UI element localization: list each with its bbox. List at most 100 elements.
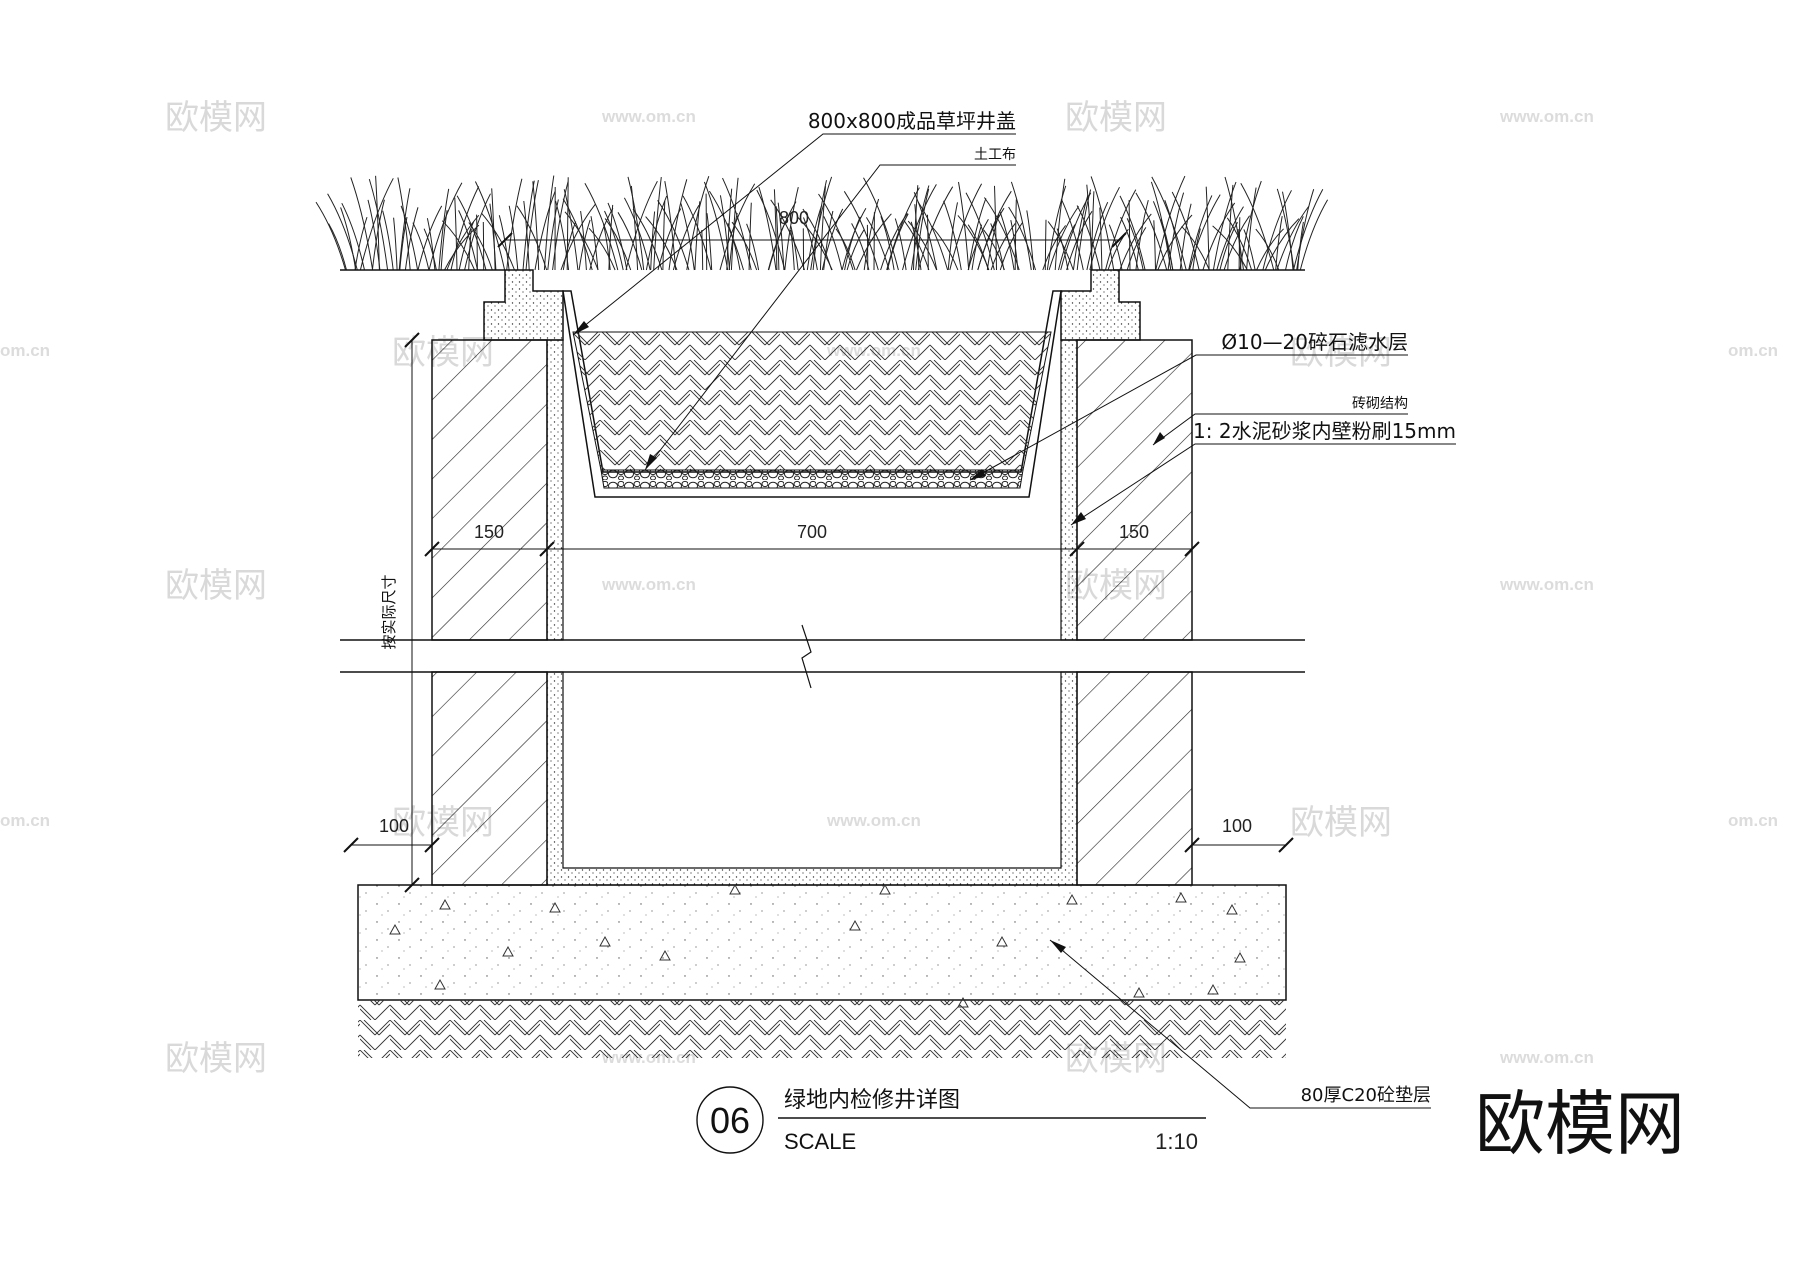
grass-blade — [719, 195, 730, 271]
grass-blade — [708, 190, 744, 271]
leader-arrows — [573, 321, 1165, 953]
grass-blade — [354, 216, 368, 271]
grass-blade — [841, 207, 867, 271]
grass-blade — [1126, 227, 1147, 271]
grass-blade — [990, 223, 1005, 271]
grass-blade — [706, 213, 713, 271]
grass-blade — [315, 201, 346, 271]
cover-frame-left — [483, 269, 564, 341]
grass-blade — [1246, 187, 1257, 271]
aggregate-triangle — [879, 883, 891, 895]
grass-blade — [328, 223, 347, 271]
grass-blade — [913, 185, 919, 271]
grass-blade — [1293, 189, 1324, 271]
concrete-base — [357, 884, 1287, 1001]
grass-blade — [375, 175, 380, 271]
grass-blade — [632, 208, 663, 271]
grass-blade — [625, 180, 658, 271]
grass-blade — [508, 205, 519, 271]
grass-blade — [914, 204, 920, 271]
grass-blade — [967, 198, 987, 271]
mortar-right-upper — [1060, 339, 1078, 641]
grass-blade — [417, 205, 443, 271]
grass-blade — [481, 212, 515, 271]
grass-blade — [630, 185, 639, 271]
grass-blade — [1189, 194, 1221, 271]
aggregate-triangle — [599, 935, 611, 947]
watermark-url: www.om.cn — [601, 107, 696, 126]
grass-blade — [1086, 184, 1093, 271]
grass-blade — [730, 177, 739, 271]
break-symbol — [801, 624, 812, 689]
scale-value: 1:10 — [1155, 1129, 1198, 1154]
grass-blade — [821, 208, 844, 271]
aggregate-triangle — [729, 883, 741, 895]
grass-blade — [398, 188, 411, 271]
grass-blade — [1026, 210, 1035, 271]
watermark-url-partial: om.cn — [1728, 341, 1778, 360]
grass-blade — [863, 177, 899, 271]
grass-blade — [1128, 200, 1131, 271]
grass-blade — [1060, 192, 1092, 271]
brand-logo: 欧模网 — [1475, 1083, 1685, 1165]
grass-blade — [645, 216, 678, 271]
grass-blade — [682, 195, 712, 271]
aggregate-triangle — [659, 949, 671, 961]
grass-blade — [1243, 229, 1256, 271]
grass-blade — [359, 178, 394, 271]
grass-blade — [947, 202, 958, 271]
label-concrete-base: 80厚C20砼垫层 — [1301, 1085, 1431, 1106]
grass-blade — [1010, 181, 1032, 271]
grass-blade — [727, 223, 741, 271]
grass-blade — [1086, 201, 1109, 271]
brick-wall-right-lower — [1076, 671, 1193, 886]
grass-blade — [423, 228, 437, 271]
brick-wall-left-upper — [431, 339, 548, 641]
grass-blade — [532, 181, 540, 271]
aggregate-triangle — [1066, 893, 1078, 905]
label-mortar-plaster: 1: 2水泥砂浆内壁粉刷15mm — [1193, 419, 1456, 443]
grass-blade — [498, 215, 510, 271]
grass-blade — [913, 191, 938, 271]
grass-blade — [604, 210, 624, 271]
watermark-url: www.om.cn — [1499, 1048, 1594, 1067]
grass-blade — [623, 197, 651, 271]
scale-label: SCALE — [784, 1129, 856, 1154]
grass-blade — [393, 217, 398, 271]
dim-left-wall-150: 150 — [474, 522, 504, 542]
grass-blade — [589, 208, 614, 271]
grass-blade — [1119, 195, 1146, 271]
grass-blade — [917, 201, 949, 271]
aggregate-triangle — [1226, 903, 1238, 915]
grass-blade — [534, 191, 556, 271]
grass-blade — [426, 218, 436, 271]
grass-blade — [1008, 206, 1036, 271]
grass-blade — [680, 203, 695, 271]
grass-blade — [835, 228, 856, 271]
label-gravel-layer: Ø10—20碎石滤水层 — [1221, 330, 1408, 354]
grass-blade — [1058, 224, 1076, 271]
grass-blade — [340, 207, 357, 271]
grass-blade — [664, 181, 677, 271]
grass-blade — [1212, 181, 1237, 271]
grass-blade — [902, 184, 937, 271]
grass-blade — [1240, 183, 1275, 271]
grass-blade — [856, 213, 892, 271]
grass-blade — [843, 191, 879, 271]
grass-blade — [456, 195, 487, 271]
dim-right-offset-100: 100 — [1222, 816, 1252, 836]
grass-blade — [450, 186, 480, 271]
grass-blade — [584, 182, 619, 271]
grass-blade — [458, 221, 475, 271]
grass-blade — [790, 226, 799, 271]
grass-blade — [438, 188, 450, 271]
grass-blade — [1224, 176, 1244, 271]
grass-blade — [958, 181, 970, 271]
watermark-brand: 欧模网 — [1290, 803, 1392, 843]
grass-blade — [566, 177, 569, 271]
grass-blade — [1171, 191, 1200, 271]
grass-blade — [1044, 219, 1047, 271]
grass-blade — [454, 197, 458, 271]
grass-blade — [580, 211, 587, 271]
